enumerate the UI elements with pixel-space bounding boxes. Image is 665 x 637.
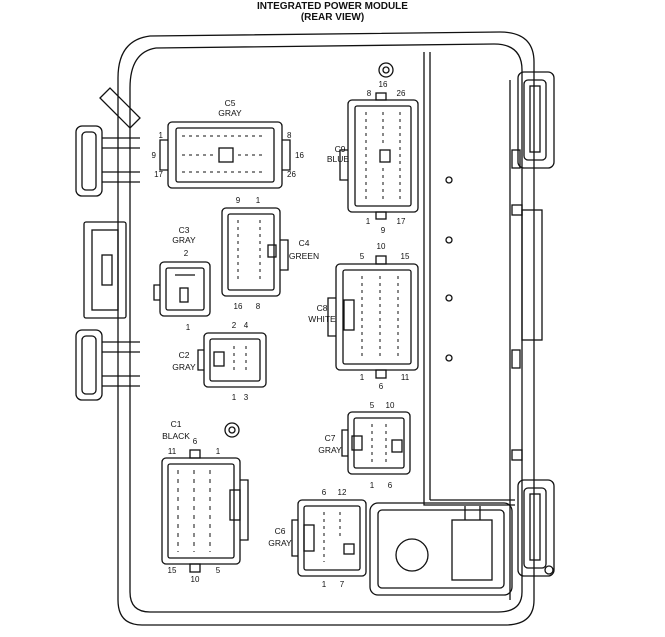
c6-pin-label: 7 <box>340 580 345 589</box>
c4-name: C4 <box>299 238 310 248</box>
c7-pin-label: 6 <box>388 481 393 490</box>
c3-color: GRAY <box>172 235 196 245</box>
connector-c7: C7 GRAY 5 10 1 6 <box>318 401 395 490</box>
connector-c9: C9 BLUE 16 8 26 1 9 17 <box>327 80 406 235</box>
c1-color: BLACK <box>162 431 190 441</box>
c5-pin-label: 16 <box>295 151 304 160</box>
diagram-title: INTEGRATED POWER MODULE <box>257 1 408 12</box>
c5-pin-label: 8 <box>287 131 292 140</box>
c1-pin-label: 6 <box>193 437 198 446</box>
c1-pin-label: 15 <box>168 566 177 575</box>
c8-color: WHITE <box>308 314 336 324</box>
c9-pin-label: 17 <box>397 217 406 226</box>
c4-pin-label: 1 <box>256 196 261 205</box>
connector-c6: C6 GRAY 6 12 1 7 <box>268 488 347 589</box>
c6-pin-label: 1 <box>322 580 327 589</box>
c2-name: C2 <box>179 350 190 360</box>
c9-pin-label: 16 <box>379 80 388 89</box>
c2-pin-label: 2 <box>232 321 237 330</box>
c5-pin-label: 1 <box>159 131 164 140</box>
c9-pin-label: 9 <box>381 226 386 235</box>
c7-pin-label: 1 <box>370 481 375 490</box>
c2-color: GRAY <box>172 362 196 372</box>
c4-color: GREEN <box>289 251 319 261</box>
c9-pin-label: 8 <box>367 89 372 98</box>
c8-pin-label: 11 <box>401 373 410 382</box>
connector-c8: C8 WHITE 10 5 15 1 6 11 <box>308 242 410 391</box>
diagram-subtitle: (REAR VIEW) <box>300 12 365 23</box>
c4-pin-label: 16 <box>234 302 243 311</box>
c2-pin-label: 1 <box>232 393 237 402</box>
connector-c3: C3 GRAY 2 1 <box>172 225 196 332</box>
c5-pin-label: 26 <box>287 170 296 179</box>
c4-pin-label: 8 <box>256 302 261 311</box>
c8-pin-label: 6 <box>379 382 384 391</box>
c4-pin-label: 9 <box>236 196 241 205</box>
connector-c4: C4 GREEN 9 1 16 8 <box>234 196 320 311</box>
c3-name: C3 <box>179 225 190 235</box>
c2-pin-label: 3 <box>244 393 249 402</box>
c1-pin-label: 10 <box>191 575 200 584</box>
c5-pin-label: 17 <box>154 170 163 179</box>
c9-pin-label: 1 <box>366 217 371 226</box>
c1-pin-label: 5 <box>216 566 221 575</box>
c8-pin-label: 15 <box>401 252 410 261</box>
housing-inner <box>129 43 523 613</box>
connector-c1: C1 BLACK 6 11 1 15 10 5 <box>162 419 221 584</box>
connector-c2: C2 GRAY 2 4 1 3 <box>172 321 249 402</box>
c5-pin-label: 9 <box>152 151 157 160</box>
c9-color: BLUE <box>327 154 350 164</box>
c8-pin-label: 5 <box>360 252 365 261</box>
c6-color: GRAY <box>268 538 292 548</box>
c5-color: GRAY <box>218 108 242 118</box>
c2-pin-label: 4 <box>244 321 249 330</box>
c7-pin-label: 5 <box>370 401 375 410</box>
c1-pin-label: 11 <box>168 447 177 456</box>
c9-name: C9 <box>335 144 346 154</box>
c8-name: C8 <box>317 303 328 313</box>
c1-pin-label: 1 <box>216 447 221 456</box>
c7-name: C7 <box>325 433 336 443</box>
c6-pin-label: 12 <box>338 488 347 497</box>
c3-pin-label: 2 <box>184 249 189 258</box>
c9-pin-label: 26 <box>397 89 406 98</box>
c3-pin-label: 1 <box>186 323 191 332</box>
c1-name: C1 <box>171 419 182 429</box>
c6-pin-label: 6 <box>322 488 327 497</box>
c5-name: C5 <box>225 98 236 108</box>
c7-color: GRAY <box>318 445 342 455</box>
c6-name: C6 <box>275 526 286 536</box>
c8-pin-label: 10 <box>377 242 386 251</box>
housing-outer <box>117 31 535 626</box>
c8-pin-label: 1 <box>360 373 365 382</box>
c7-pin-label: 10 <box>386 401 395 410</box>
connector-c5: C5 GRAY 1 9 17 8 16 26 <box>152 98 305 179</box>
